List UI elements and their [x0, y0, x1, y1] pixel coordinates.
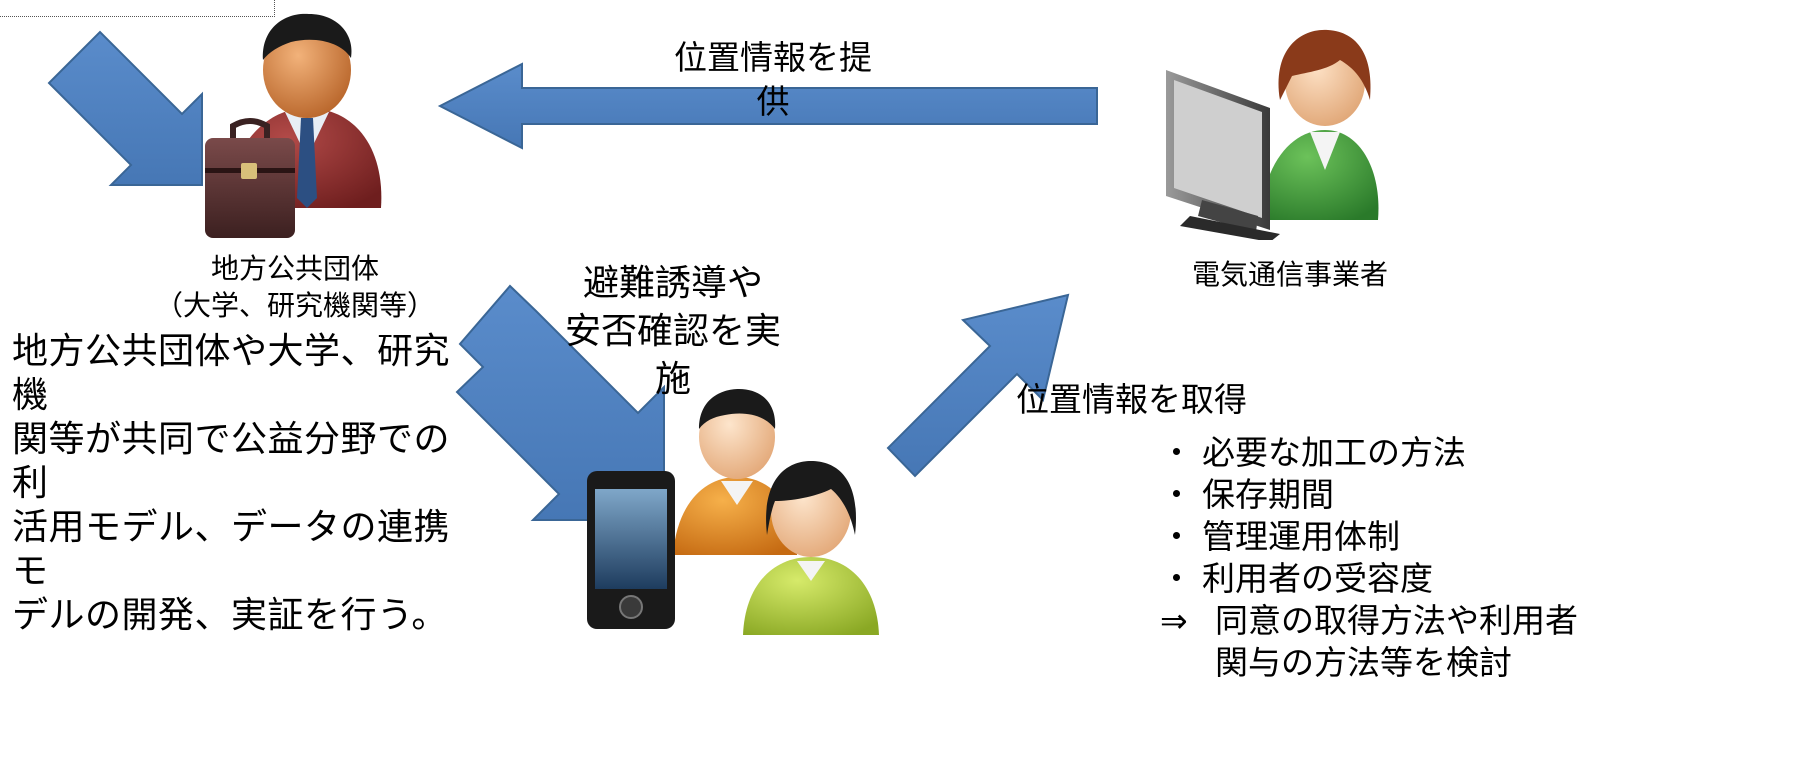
list-item-text: 利用者の受容度 — [1202, 559, 1433, 598]
list-item: ・利用者の受容度 — [1160, 558, 1810, 600]
considerations-list: ・必要な加工の方法 ・保存期間 ・管理運用体制 ・利用者の受容度 ⇒同意の取得方… — [1160, 432, 1810, 684]
bullet-mark: ・ — [1160, 475, 1193, 514]
bullet-mark: ・ — [1160, 517, 1193, 556]
input-arrow — [47, 30, 203, 186]
evacuation-arrow — [455, 284, 665, 521]
description-line: 地方公共団体や大学、研究機 — [12, 331, 451, 416]
conclusion-continued: 関与の方法等を検討 — [1215, 643, 1512, 682]
list-item: ・保存期間 — [1160, 474, 1810, 516]
official-with-briefcase-icon — [205, 13, 382, 238]
conclusion: ⇒ 同意の取得方法や利用者 — [1160, 600, 1810, 642]
dotted-frame-edge — [0, 0, 275, 17]
operator-at-monitor-icon — [1166, 29, 1379, 240]
provide-location-label: 位置情報を提供 — [674, 38, 872, 121]
evacuation-label-line: 避難誘導や — [582, 263, 763, 304]
bullet-mark: ・ — [1160, 559, 1193, 598]
description-line: 活用モデル、データの連携モ — [12, 507, 451, 592]
evacuation-label: 避難誘導や 安否確認を実施 — [548, 260, 798, 404]
evacuation-label-line: 安否確認を実施 — [564, 311, 781, 400]
bullet-mark: ・ — [1160, 433, 1193, 472]
conclusion-text: 同意の取得方法や利用者 — [1215, 601, 1578, 640]
municipality-sub: （大学、研究機関等） — [154, 289, 435, 322]
list-item: ・管理運用体制 — [1160, 516, 1810, 558]
description-line: デルの開発、実証を行う。 — [12, 595, 448, 636]
carrier-name: 電気通信事業者 — [1191, 258, 1388, 291]
acquire-location-arrow — [886, 293, 1070, 478]
conclusion-mark: ⇒ — [1160, 601, 1188, 640]
list-item-text: 必要な加工の方法 — [1202, 433, 1466, 472]
municipality-label: 地方公共団体 （大学、研究機関等） — [140, 250, 450, 324]
list-item-text: 管理運用体制 — [1202, 517, 1400, 556]
provide-location-arrow — [437, 62, 1098, 150]
municipality-name: 地方公共団体 — [210, 252, 379, 285]
acquire-location-label: 位置情報を取得 — [1016, 380, 1247, 419]
users-with-phone-icon — [587, 389, 879, 635]
list-item-text: 保存期間 — [1202, 475, 1334, 514]
list-item: ・必要な加工の方法 — [1160, 432, 1810, 474]
description-line: 関等が共同で公益分野での利 — [12, 419, 451, 504]
municipality-description: 地方公共団体や大学、研究機 関等が共同で公益分野での利 活用モデル、データの連携… — [12, 330, 452, 638]
